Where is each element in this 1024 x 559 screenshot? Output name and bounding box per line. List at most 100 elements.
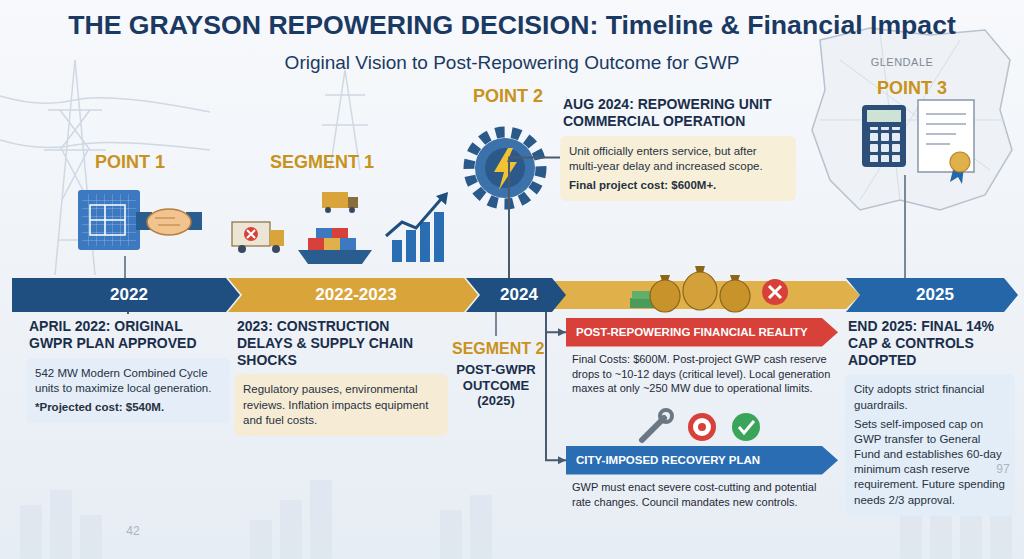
glendale-map	[812, 28, 1012, 210]
map-label: GLENDALE	[862, 56, 942, 68]
supply-chain-icons	[247, 230, 255, 238]
node-heading: 2022	[104, 285, 148, 305]
money-bags-icon	[762, 279, 788, 305]
faint-bar-chart	[50, 490, 72, 559]
recovery-icons	[642, 410, 760, 441]
calculator-certificate-icon	[862, 105, 906, 167]
calculator-certificate-icon	[867, 127, 900, 162]
recovery-icons	[688, 413, 716, 441]
node-body: Final project cost: $600M+.	[560, 176, 796, 201]
faint-bar-chart	[80, 515, 102, 559]
blueprint-handshake-icon	[147, 209, 191, 235]
supply-chain-icons	[298, 250, 372, 264]
node-body: Regulatory pauses, environmental reviews…	[234, 374, 448, 436]
supply-chain-icons	[420, 222, 430, 262]
node-heading: CITY-IMPOSED RECOVERY PLAN	[566, 446, 838, 474]
title: THE GRAYSON REPOWERING DECISION: Timelin…	[0, 10, 1024, 41]
year-chevron: 2024	[466, 278, 566, 312]
power-pylon	[0, 96, 210, 112]
money-bags-icon	[769, 286, 781, 298]
timeline-connector	[546, 312, 566, 332]
supply-chain-icons	[324, 238, 340, 250]
segment-label: SEGMENT 1	[262, 152, 382, 173]
faint-bar-chart	[470, 495, 492, 559]
blueprint-handshake-icon	[155, 218, 180, 225]
node-heading: 2025	[910, 285, 954, 305]
point-tick	[124, 256, 126, 278]
glendale-map	[820, 32, 1005, 200]
point-label: POINT 3	[862, 78, 962, 99]
recovery-icons	[693, 418, 711, 436]
calculator-certificate-icon	[926, 114, 966, 144]
chevron-shape	[846, 278, 1018, 312]
calculator-certificate-icon	[862, 100, 974, 184]
calculator-certificate-icon	[950, 152, 970, 172]
node-heading: 2023: CONSTRUCTION DELAYS & SUPPLY CHAIN…	[234, 318, 448, 374]
chevron-shape	[466, 278, 566, 312]
node-body: 542 MW Modern Combined Cycle units to ma…	[26, 358, 230, 398]
power-pylon	[0, 140, 210, 150]
supply-chain-icons	[434, 212, 444, 262]
faint-bar-chart	[280, 500, 302, 559]
point-label: POINT 1	[85, 152, 175, 173]
calculator-certificate-icon	[918, 100, 974, 172]
supply-chain-icons	[232, 222, 270, 246]
chevron-shape	[228, 278, 478, 312]
segment-label: SEGMENT 2	[452, 340, 540, 358]
node-body: Final Costs: $600M. Post-project GWP cas…	[566, 346, 838, 395]
supply-chain-icons	[232, 192, 448, 264]
faint-bar-chart	[440, 510, 462, 559]
supply-chain-icons	[316, 228, 332, 238]
money-bags-icon	[650, 280, 680, 312]
supply-chain-icons	[325, 207, 331, 213]
year-chevron: 2022-2023	[228, 278, 478, 312]
timeline-connector	[546, 312, 566, 460]
outcome-banner: CITY-IMPOSED RECOVERY PLANGWP must enact…	[566, 446, 838, 509]
money-bags-icon	[720, 280, 750, 312]
timeline-connector	[509, 157, 560, 278]
supply-chain-icons	[244, 227, 258, 241]
segment-tick	[495, 312, 497, 336]
supply-chain-icons	[348, 197, 358, 208]
glendale-map	[812, 28, 1012, 210]
milestone-box: APRIL 2022: ORIGINAL GWPR PLAN APPROVED5…	[26, 314, 230, 423]
milestone-box: AUG 2024: REPOWERING UNIT COMMERCIAL OPE…	[560, 92, 796, 201]
recovery-icons	[660, 410, 672, 422]
node-body: Unit officially enters service, but afte…	[560, 136, 796, 176]
supply-chain-icons	[272, 245, 280, 253]
calculator-certificate-icon	[867, 110, 901, 122]
turbine-gear-icon	[469, 132, 541, 204]
watermark-number: 97	[988, 462, 1018, 476]
supply-chain-icons	[349, 207, 355, 213]
arrow-banner-shape	[566, 318, 838, 346]
point-tick	[904, 175, 906, 278]
node-heading: 2022-2023	[309, 285, 396, 305]
supply-chain-icons	[392, 240, 402, 262]
supply-chain-icons	[238, 245, 246, 253]
chevron-shape	[12, 278, 240, 312]
year-chevron: 2025	[846, 278, 1018, 312]
recovery-icons	[732, 413, 760, 441]
blueprint-handshake-icon	[82, 194, 136, 246]
outcome-banner: POST-REPOWERING FINANCIAL REALITYFinal C…	[566, 318, 838, 395]
node-body: City adopts strict financial guardrails.	[845, 374, 1015, 414]
node-heading: AUG 2024: REPOWERING UNIT COMMERCIAL OPE…	[560, 96, 796, 136]
blueprint-handshake-icon	[78, 190, 202, 250]
supply-chain-icons	[406, 230, 416, 262]
arrow-banner-shape	[566, 446, 838, 474]
faint-bar-chart	[250, 520, 272, 559]
faint-bar-chart	[310, 480, 332, 559]
node-body: *Projected cost: $540M.	[26, 398, 230, 423]
year-chevron: 2022	[12, 278, 240, 312]
node-heading: POST-REPOWERING FINANCIAL REALITY	[566, 318, 838, 346]
supply-chain-icons	[436, 192, 448, 205]
turbine-gear-icon	[494, 148, 517, 190]
supply-chain-icons	[332, 228, 348, 238]
supply-chain-icons	[340, 238, 356, 250]
milestone-box: 2023: CONSTRUCTION DELAYS & SUPPLY CHAIN…	[234, 314, 448, 436]
blueprint-handshake-icon	[90, 205, 125, 235]
node-body: Sets self-imposed cap on GWP transfer to…	[845, 415, 1015, 516]
recovery-icons	[698, 423, 706, 431]
node-heading: 2024	[494, 285, 538, 305]
